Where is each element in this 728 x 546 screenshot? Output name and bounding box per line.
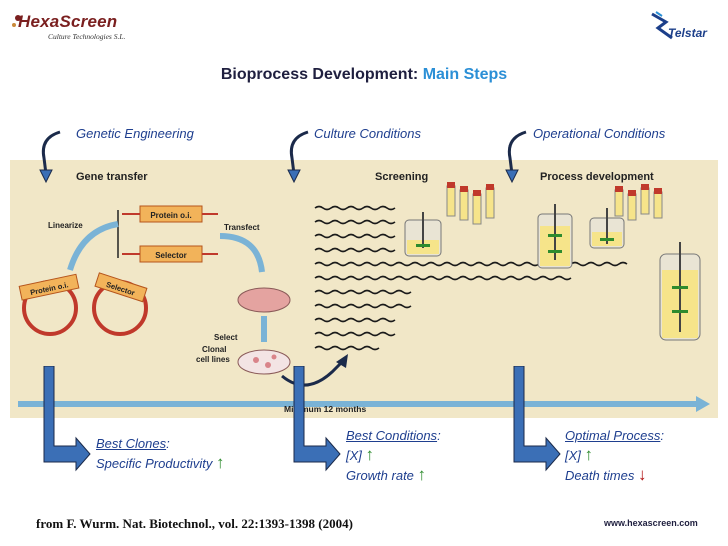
protein-oi-box: Protein o.i.	[122, 205, 218, 223]
result-arrow-clones	[43, 366, 91, 472]
result-clones: Best Clones: Specific Productivity ↑	[96, 436, 225, 472]
select-label: Select	[214, 333, 238, 342]
result-conditions-metric-2: Growth rate	[346, 468, 414, 483]
slide-title: Bioprocess Development: Main Steps	[0, 66, 728, 84]
process-bioreactor-mid-icon	[589, 208, 625, 249]
result-process: Optimal Process: [X] ↑ Death times ↓	[565, 428, 664, 484]
process-bioreactor-large-icon	[659, 242, 701, 341]
result-arrow-conditions	[293, 366, 341, 472]
timeline-label: Minimum 12 months	[284, 404, 366, 414]
stage-label-genetic-engineering: Genetic Engineering	[76, 126, 194, 141]
telstar-logo-icon	[651, 11, 673, 40]
result-clones-title: Best Clones	[96, 436, 167, 451]
hexascreen-logo-icon	[12, 15, 21, 27]
clonal-label-1: Clonal	[202, 345, 226, 354]
result-arrow-process	[513, 366, 561, 472]
clonal-dish-icon	[237, 349, 291, 375]
linearize-label: Linearize	[48, 221, 83, 230]
screening-bioreactor-icon	[404, 212, 442, 257]
stage-label-culture-conditions: Culture Conditions	[314, 126, 421, 141]
gene-transfer-heading: Gene transfer	[76, 171, 148, 183]
stage-label-operational-conditions: Operational Conditions	[533, 126, 666, 141]
process-development-heading: Process development	[540, 171, 654, 183]
bioprocess-figure: Gene transfer Screening Process developm…	[18, 171, 710, 414]
transfect-arrow	[219, 233, 265, 273]
protein-oi-label: Protein o.i.	[150, 211, 191, 220]
website-link[interactable]: www.hexascreen.com	[604, 518, 698, 528]
up-arrow-icon: ↑	[215, 453, 225, 472]
transfect-label: Transfect	[224, 223, 260, 232]
title-accent: Main Steps	[422, 66, 508, 83]
transfected-dish-icon	[237, 287, 291, 313]
process-tubes-icon	[614, 184, 663, 221]
result-conditions: Best Conditions: [X] ↑ Growth rate ↑	[346, 428, 441, 484]
screening-tubes-icon	[446, 182, 495, 225]
result-conditions-metric-1: [X]	[346, 448, 362, 463]
stage-arrow-genetic-engineering	[39, 130, 61, 184]
process-bioreactor-small-icon	[537, 204, 573, 269]
up-arrow-icon: ↑	[417, 465, 427, 484]
result-process-metric-1: [X]	[565, 448, 581, 463]
telstar-logo-text: Telstar	[668, 26, 707, 40]
stage-arrow-operational-conditions	[505, 130, 527, 184]
result-process-metric-2: Death times	[565, 468, 635, 483]
up-arrow-icon: ↑	[584, 445, 594, 464]
hexascreen-tagline: Culture Technologies S.L.	[48, 32, 126, 41]
down-arrow-icon: ↓	[638, 465, 647, 484]
title-main: Bioprocess Development:	[220, 66, 419, 83]
result-conditions-title: Best Conditions	[346, 428, 438, 443]
selector-box: Selector	[122, 245, 218, 263]
source-citation: from F. Wurm. Nat. Biotechnol., vol. 22:…	[36, 516, 353, 531]
selector-label: Selector	[155, 251, 187, 260]
hexascreen-logo-text: HexaScreen	[18, 12, 118, 31]
clonal-label-2: cell lines	[196, 355, 230, 364]
linearize-arrow	[67, 221, 119, 271]
result-clones-metric: Specific Productivity	[96, 456, 213, 471]
up-arrow-icon: ↑	[365, 445, 375, 464]
screening-heading: Screening	[375, 171, 428, 183]
screening-wells	[314, 205, 628, 351]
result-process-title: Optimal Process	[565, 428, 661, 443]
stage-arrow-culture-conditions	[287, 130, 309, 184]
